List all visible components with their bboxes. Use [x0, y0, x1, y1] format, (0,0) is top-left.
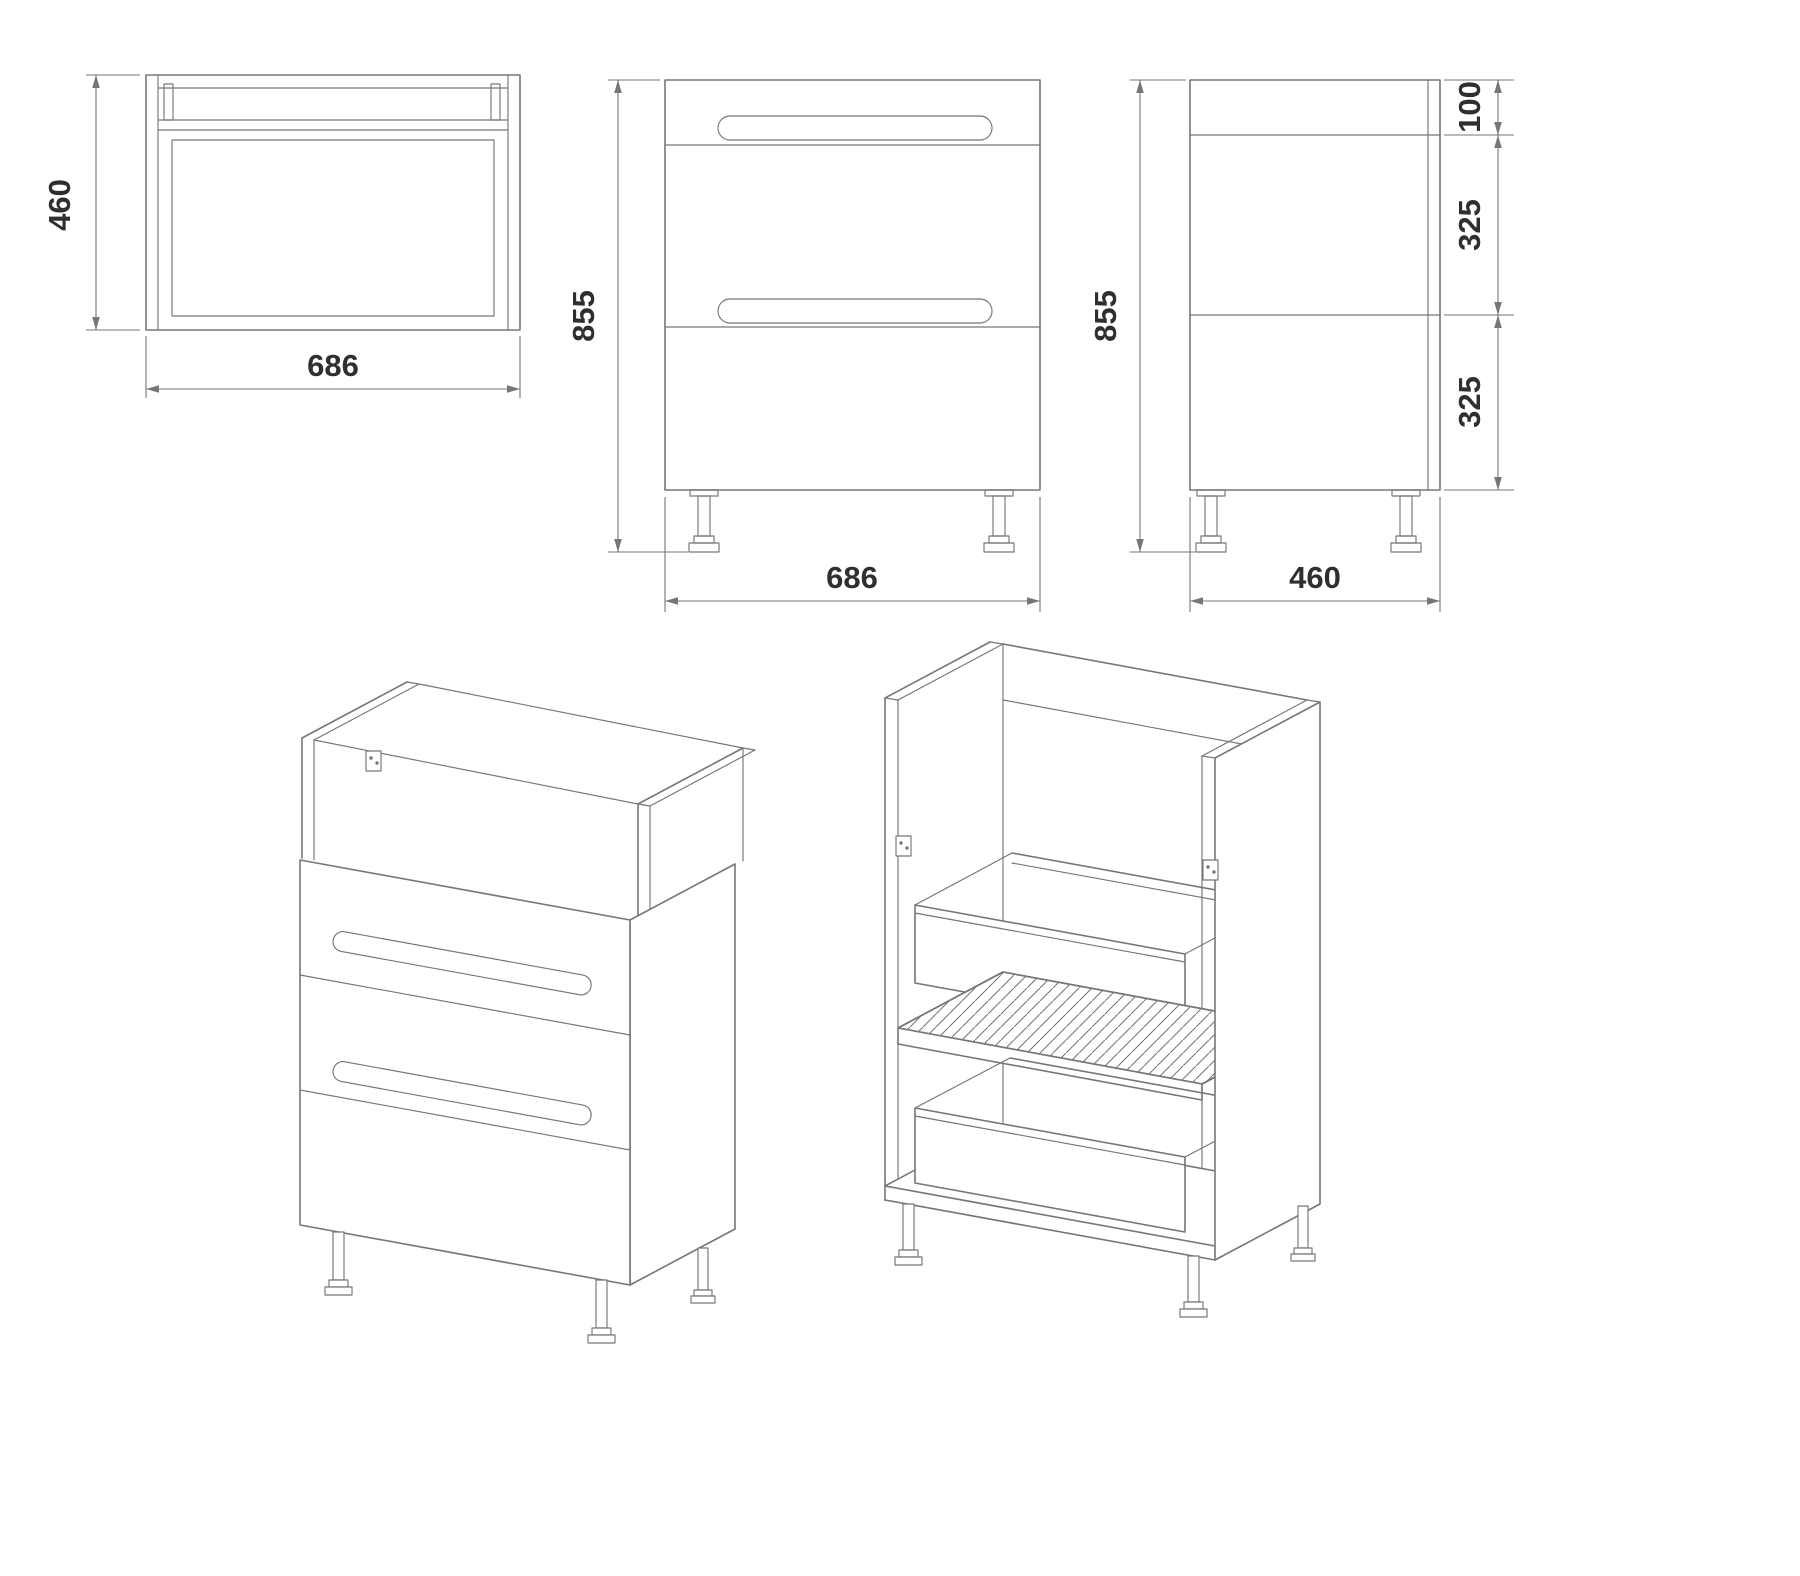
side-view-depth-label: 460 — [1289, 560, 1341, 595]
drawer-divider-line-1 — [299, 974, 631, 1036]
drawer-handle-slot-2 — [717, 298, 993, 324]
mounting-bracket — [895, 835, 912, 857]
side-view-segment-middle-label: 325 — [1452, 199, 1487, 251]
front-view-height-label: 855 — [566, 290, 601, 342]
back-panel-top-edge — [1002, 643, 1308, 701]
left-side-panel — [884, 641, 1004, 1201]
right-side-face — [629, 863, 736, 1286]
front-view: 855 686 — [566, 79, 1041, 612]
front-view-outline — [664, 79, 1041, 491]
drawer-divider-line-2 — [299, 1089, 631, 1151]
side-view-front-leg — [1195, 489, 1227, 553]
adjustable-leg — [1290, 1205, 1316, 1262]
side-view-height-dimension: 855 — [1088, 79, 1195, 553]
front-face — [299, 859, 631, 1286]
raised-right-side-panel — [637, 747, 756, 923]
drawer-handle-slot-1 — [332, 931, 592, 996]
front-view-width-dimension: 686 — [664, 497, 1041, 612]
adjustable-leg — [324, 1231, 353, 1296]
raised-left-side-panel — [301, 681, 420, 861]
top-view: 460 686 — [42, 74, 521, 398]
front-view-height-dimension: 855 — [566, 79, 688, 553]
adjustable-leg — [587, 1279, 616, 1344]
top-front-rail-line — [313, 739, 639, 805]
side-view-segment-dimensions: 100 325 325 — [1444, 79, 1514, 491]
top-view-inner-frame — [171, 139, 495, 317]
top-view-width-label: 686 — [307, 348, 359, 383]
top-back-rail-line — [418, 683, 744, 749]
adjustable-leg — [894, 1203, 923, 1266]
drawer-handle-slot-1 — [717, 115, 993, 141]
front-view-width-label: 686 — [826, 560, 878, 595]
top-view-depth-dimension: 460 — [42, 74, 140, 331]
top-view-depth-label: 460 — [42, 179, 77, 231]
front-view-right-leg — [983, 489, 1015, 553]
mounting-bracket — [1202, 859, 1219, 881]
top-view-mounting-brackets — [163, 83, 501, 121]
front-view-left-leg — [688, 489, 720, 553]
side-view-outline — [1189, 79, 1441, 491]
adjustable-leg — [1179, 1255, 1208, 1318]
mounting-bracket — [365, 750, 382, 772]
isometric-assembled-view — [299, 681, 756, 1344]
adjustable-leg — [690, 1247, 716, 1304]
right-side-face — [1214, 701, 1321, 1261]
side-view-segment-bottom-label: 325 — [1452, 376, 1487, 428]
side-view-back-leg — [1390, 489, 1422, 553]
top-view-panel-lines — [157, 74, 509, 331]
drawer-handle-slot-2 — [332, 1061, 592, 1126]
side-view-height-label: 855 — [1088, 290, 1123, 342]
isometric-carcass-view — [884, 641, 1321, 1318]
top-view-width-dimension: 686 — [145, 336, 521, 398]
side-view-depth-dimension: 460 — [1189, 497, 1441, 612]
right-side-panel-edges — [1201, 699, 1321, 759]
top-view-outline — [145, 74, 521, 331]
side-view: 855 100 325 325 460 — [1088, 79, 1514, 612]
side-view-segment-top-label: 100 — [1452, 81, 1487, 133]
